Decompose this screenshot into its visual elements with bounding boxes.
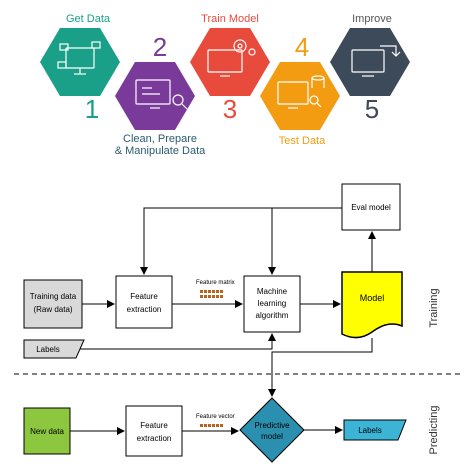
feature-matrix-label: Feature matrix bbox=[196, 280, 235, 286]
feature-vector-label: Feature vector bbox=[196, 414, 235, 420]
step-3-label: Train Model bbox=[201, 13, 259, 25]
step-2-label-line2: & Manipulate Data bbox=[115, 145, 206, 157]
monitor-arrow-icon bbox=[351, 45, 401, 77]
step-2-number: 2 bbox=[153, 32, 167, 62]
step-3-number: 3 bbox=[223, 94, 237, 124]
step-2-hexagon bbox=[115, 62, 195, 130]
step-4-label: Test Data bbox=[279, 135, 326, 147]
eval-model-box bbox=[341, 183, 401, 231]
predicting-feature-extraction-box bbox=[125, 405, 183, 457]
training-feature-extraction-line2: extraction bbox=[127, 305, 162, 314]
training-feature-extraction-box bbox=[115, 275, 173, 329]
predictive-model-diamond bbox=[239, 397, 305, 463]
predicting-labels-text: Labels bbox=[358, 426, 382, 435]
step-5-label: Improve bbox=[352, 13, 392, 25]
step-1-hexagon bbox=[40, 28, 120, 96]
predicting-feature-extraction-line2: extraction bbox=[137, 434, 172, 443]
training-arrows bbox=[80, 207, 376, 397]
predicting-labels-tag bbox=[343, 419, 407, 441]
training-data-label-line1: Training data bbox=[30, 292, 77, 301]
step-1-number: 1 bbox=[85, 94, 99, 124]
ml-algorithm-line1: Machine bbox=[257, 287, 288, 296]
training-data-box bbox=[23, 279, 83, 329]
predictive-model-line2: model bbox=[261, 432, 283, 441]
predictive-model-line1: Predictive bbox=[254, 421, 290, 430]
new-data-label: New data bbox=[30, 427, 64, 436]
predicting-section-label: Predicting bbox=[428, 406, 440, 455]
training-data-label-line2: (Raw data) bbox=[33, 305, 72, 314]
screen-magnifier-icon bbox=[135, 79, 188, 110]
feature-vector-dots bbox=[200, 424, 223, 427]
model-document bbox=[341, 271, 403, 339]
gear-screen-icon bbox=[207, 39, 256, 77]
step-5-number: 5 bbox=[365, 94, 379, 124]
feature-matrix-dots bbox=[200, 290, 223, 298]
training-labels-tag bbox=[23, 339, 85, 359]
database-search-icon bbox=[277, 75, 325, 109]
training-section-label: Training bbox=[428, 288, 440, 327]
step-4-hexagon bbox=[260, 62, 340, 130]
eval-model-label: Eval model bbox=[351, 203, 391, 212]
ml-algorithm-line2: learning bbox=[258, 299, 286, 308]
step-4-number: 4 bbox=[295, 32, 309, 62]
step-2-label-line1: Clean, Prepare bbox=[123, 133, 197, 145]
training-feature-extraction-line1: Feature bbox=[130, 292, 158, 301]
monitor-icon bbox=[57, 41, 101, 75]
step-5-hexagon bbox=[330, 28, 410, 96]
step-1-label: Get Data bbox=[66, 13, 111, 25]
predicting-arrows bbox=[70, 426, 343, 435]
predicting-feature-extraction-line1: Feature bbox=[140, 421, 168, 430]
step-3-hexagon bbox=[190, 28, 270, 96]
model-label: Model bbox=[360, 293, 385, 303]
ml-algorithm-line3: algorithm bbox=[256, 311, 289, 320]
training-labels-text: Labels bbox=[36, 345, 60, 354]
